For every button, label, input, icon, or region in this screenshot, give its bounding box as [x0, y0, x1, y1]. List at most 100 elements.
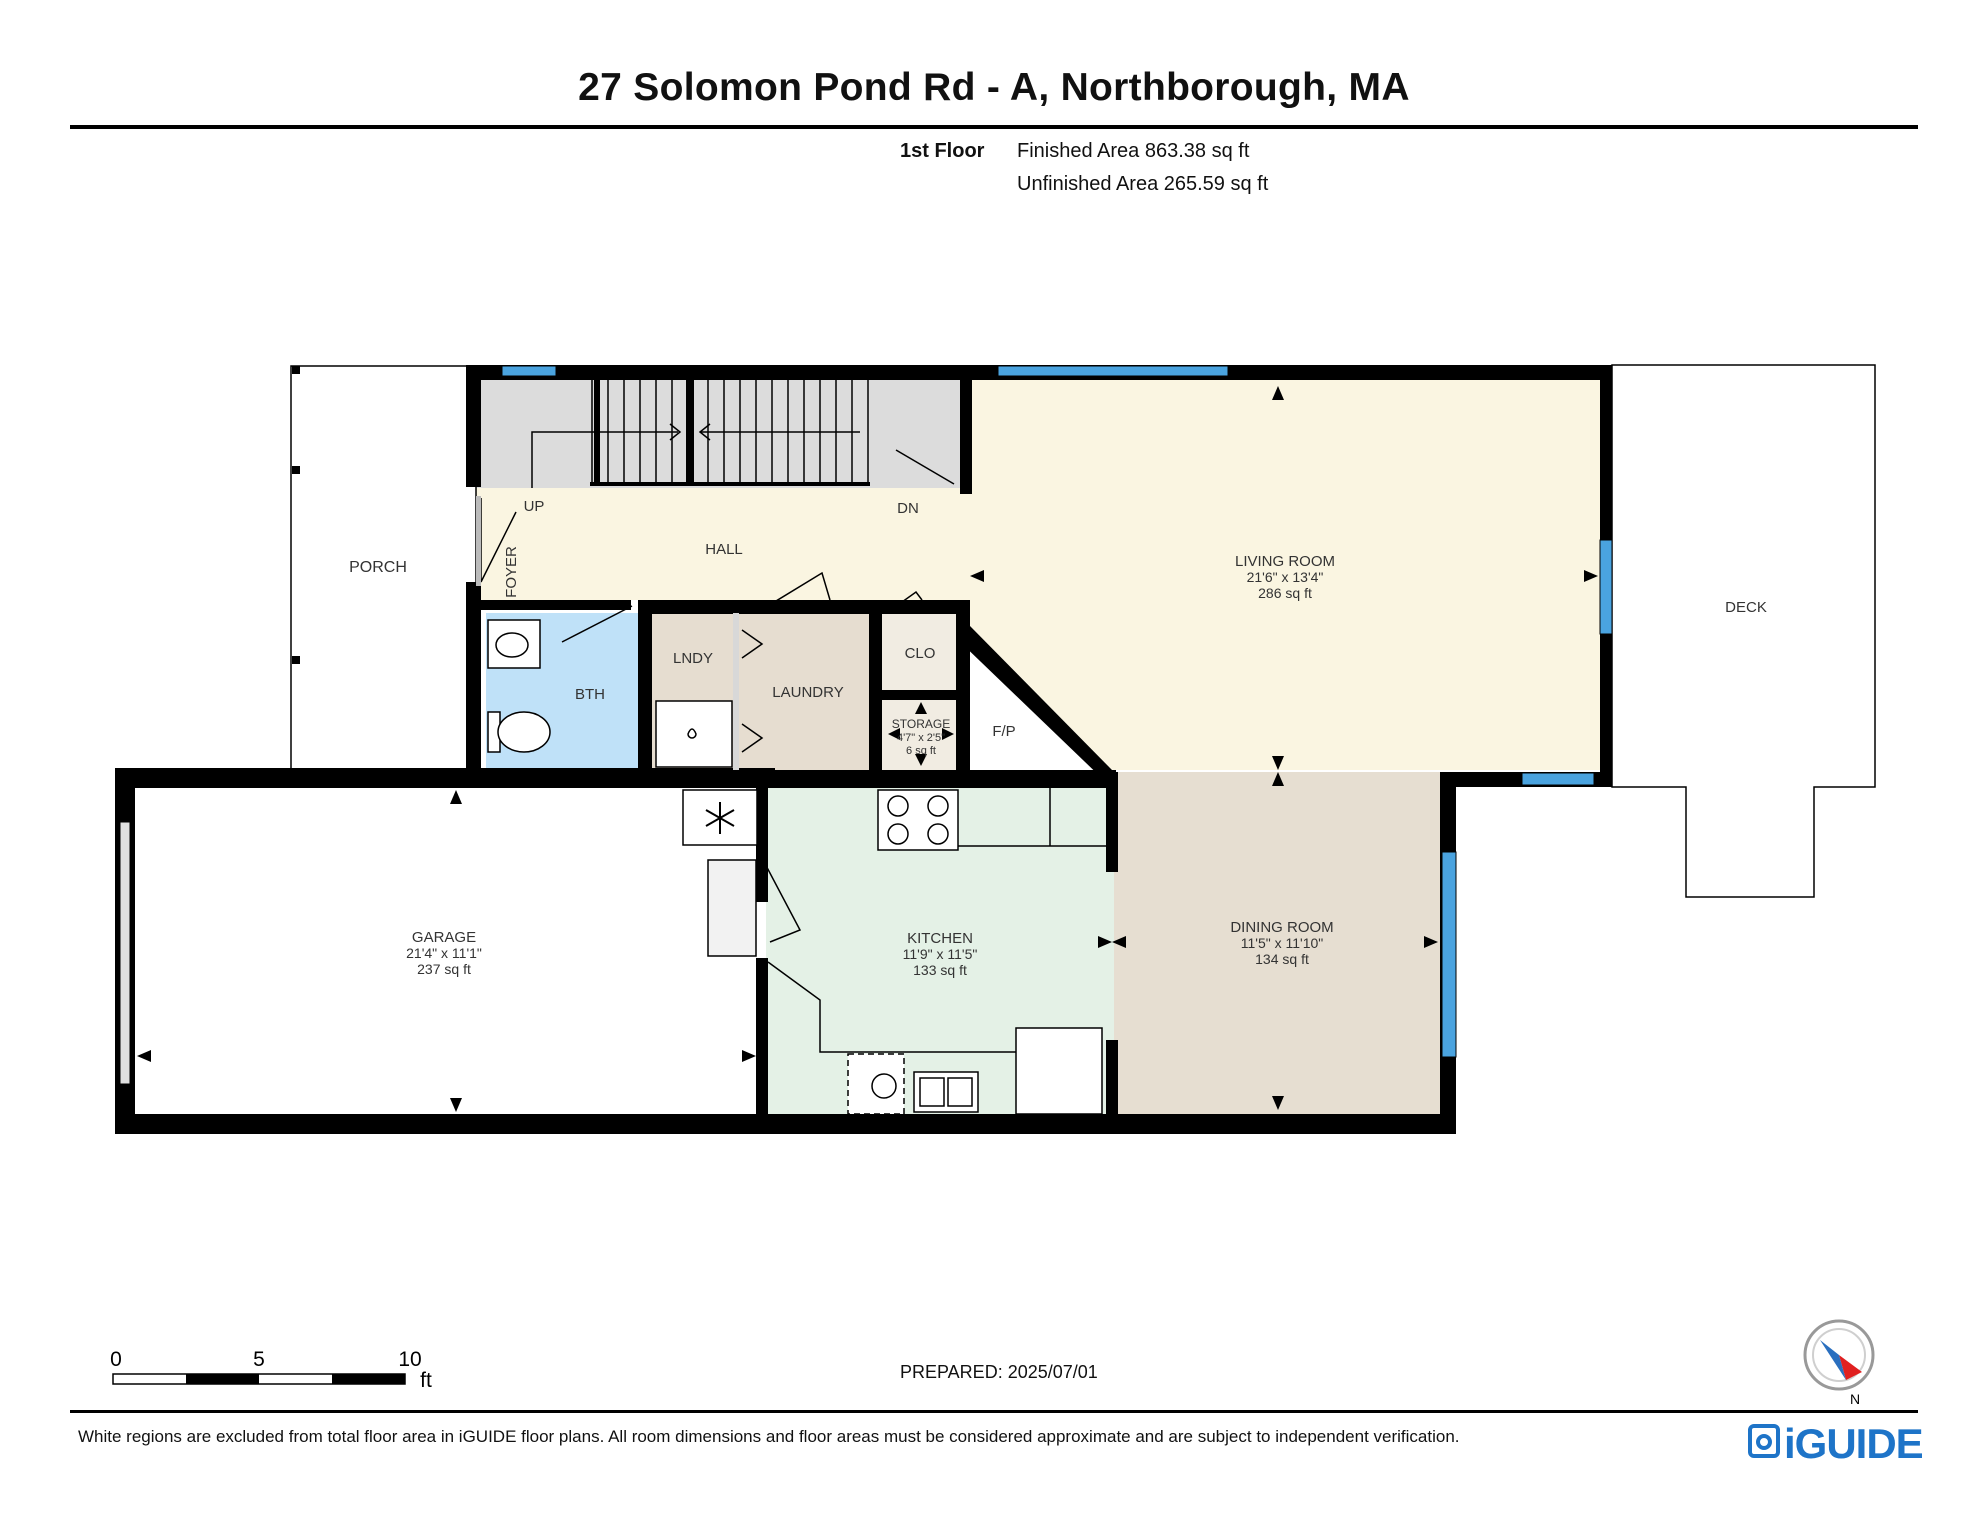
laundry-door-a: [741, 629, 764, 659]
kitchen-label: KITCHEN: [907, 930, 973, 947]
stair-dn-arrowhead: [698, 423, 711, 441]
porch-post: [292, 466, 300, 474]
porch-outline: [290, 365, 477, 771]
snowflake-icon: [705, 802, 735, 834]
fireplace-wall: [970, 626, 1112, 775]
storage-dims: 4'7" x 2'5": [897, 732, 945, 744]
compass-north: N: [1850, 1391, 1860, 1407]
arrow-down-icon: [915, 754, 927, 766]
bath-sink: [495, 632, 529, 658]
scale-label-10: 10: [398, 1348, 421, 1371]
kitchen-counter: [767, 961, 1018, 1053]
stair-up-arrow: [531, 431, 678, 488]
disposal: [871, 1073, 897, 1099]
dining-room-area: 134 sq ft: [1255, 951, 1309, 967]
bath-top-wall: [481, 600, 631, 610]
scale-bar: 0 5 10 ft: [110, 1348, 432, 1392]
foyer-threshold: [476, 496, 481, 586]
arrow-down-icon: [450, 1098, 462, 1112]
dining-room-label: DINING ROOM: [1230, 919, 1333, 936]
kitchen-area: 133 sq ft: [913, 962, 967, 978]
page-title: 27 Solomon Pond Rd - A, Northborough, MA: [578, 66, 1410, 109]
arrow-up-icon: [1272, 386, 1284, 400]
hall-living-fill: [476, 376, 1600, 770]
deck-label: DECK: [1725, 599, 1767, 616]
bath-label: BTH: [575, 686, 605, 703]
room-labels: PORCH FOYER UP HALL DN LIVING ROOM 21'6"…: [349, 498, 1767, 978]
compass-icon: N: [1803, 1319, 1875, 1407]
laundry-entry-door: [757, 571, 831, 613]
arrow-down-icon: [1272, 1096, 1284, 1110]
fireplace-label: F/P: [992, 723, 1015, 740]
stair-center-wall: [686, 380, 694, 484]
sink-basin: [919, 1077, 945, 1107]
storage-area: 6 sq ft: [906, 745, 936, 757]
laundry-divider: [733, 613, 739, 770]
laundry-label: LAUNDRY: [772, 684, 843, 701]
pantry-shelf: [707, 859, 757, 957]
stair-up-arrowhead: [669, 423, 682, 441]
window: [1441, 851, 1457, 1058]
window: [997, 365, 1229, 377]
arrow-right-icon: [742, 1050, 756, 1062]
arrow-up-icon: [450, 790, 462, 804]
hall-label: HALL: [705, 541, 743, 558]
garage-dims: 21'4" x 11'1": [406, 945, 482, 961]
fireplace-hearth: [969, 649, 1101, 776]
footer-rule: [70, 1410, 1918, 1413]
unfinished-area: Unfinished Area 265.59 sq ft: [1017, 173, 1269, 195]
arrow-left-icon: [1112, 936, 1126, 948]
bath-door: [561, 605, 633, 643]
window: [119, 821, 131, 1085]
porch-post: [292, 366, 300, 374]
deck-outline: [1611, 364, 1876, 898]
disclaimer: White regions are excluded from total fl…: [78, 1427, 1460, 1446]
arrow-left-icon: [970, 570, 984, 582]
arrow-right-icon: [942, 728, 954, 740]
iguide-logo-icon: [1748, 1424, 1780, 1458]
scale-unit: ft: [420, 1369, 432, 1392]
laundry-door-b: [741, 723, 764, 753]
dn-label: DN: [897, 500, 919, 517]
toilet-bowl: [497, 711, 551, 753]
garage-area: 237 sq ft: [417, 961, 471, 977]
dining-room-dims: 11'5" x 11'10": [1241, 935, 1324, 951]
washer-drop: [687, 728, 697, 739]
living-room-area: 286 sq ft: [1258, 585, 1312, 601]
dining-fill: [1114, 772, 1446, 1118]
title-rule: [70, 125, 1918, 129]
lndy-label: LNDY: [673, 650, 713, 667]
porch-post: [292, 656, 300, 664]
dimension-arrows: [137, 386, 1598, 1112]
storage-label: STORAGE: [892, 717, 950, 731]
prepared-date: PREPARED: 2025/07/01: [900, 1362, 1098, 1382]
arrow-up-icon: [915, 702, 927, 714]
window: [501, 365, 557, 377]
dishwasher: [1015, 1027, 1103, 1115]
finished-area: Finished Area 863.38 sq ft: [1017, 140, 1250, 162]
arrow-down-icon: [1272, 756, 1284, 770]
fixtures: [487, 619, 1106, 1115]
kitchen-dims: 11'9" x 11'5": [903, 946, 978, 962]
kitchen-door: [761, 857, 802, 943]
up-label: UP: [524, 498, 545, 515]
burner: [927, 795, 949, 817]
burner: [887, 823, 909, 845]
burner: [887, 795, 909, 817]
stair-door: [895, 449, 955, 485]
porch-label: PORCH: [349, 559, 407, 576]
arrow-left-icon: [888, 728, 900, 740]
brand-wordmark: iGUIDE: [1784, 1420, 1924, 1467]
window: [1599, 539, 1613, 635]
burner: [927, 823, 949, 845]
arrow-right-icon: [1424, 936, 1438, 948]
walls: [115, 365, 1612, 1134]
arrow-right-icon: [1584, 570, 1598, 582]
living-room-label: LIVING ROOM: [1235, 553, 1335, 570]
arrow-up-icon: [1272, 772, 1284, 786]
range: [877, 789, 959, 851]
closet-door: [887, 590, 923, 613]
washer: [655, 700, 733, 768]
foyer-label: FOYER: [503, 546, 520, 598]
